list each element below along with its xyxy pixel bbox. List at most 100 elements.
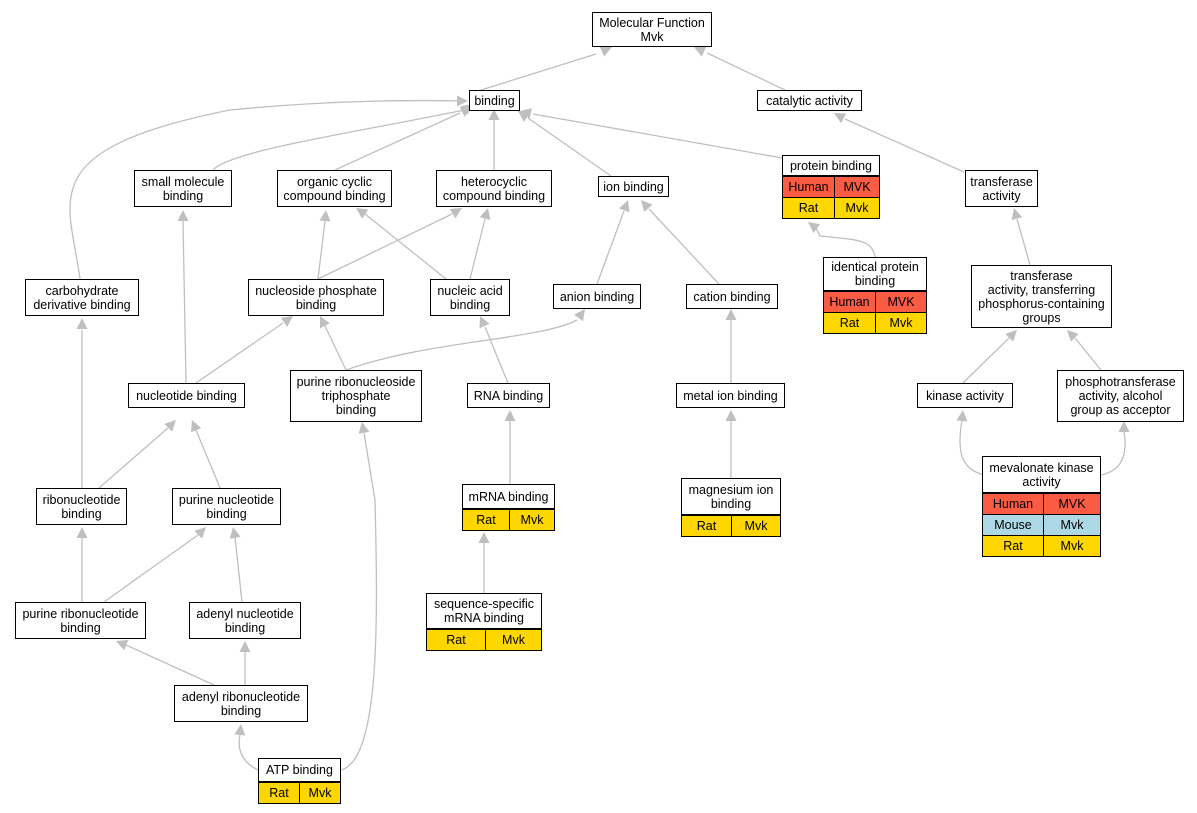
term-metal-ion-binding[interactable]: metal ion binding xyxy=(676,383,785,408)
species-cell: Rat xyxy=(427,629,486,650)
term-atp-binding[interactable]: ATP binding xyxy=(258,758,341,782)
edge-arrowhead-0 xyxy=(599,46,612,57)
term-small-molecule-binding[interactable]: small molecule binding xyxy=(134,170,232,207)
edge-30 xyxy=(959,419,986,476)
edge-arrowhead-25 xyxy=(76,318,88,329)
edge-arrowhead-10 xyxy=(449,208,462,219)
edge-19 xyxy=(324,325,347,371)
term-sequence-specific-mrna-binding[interactable]: sequence-specific mRNA binding xyxy=(426,593,542,629)
term-purine-ribonucleoside-triphosphate-binding[interactable]: purine ribonucleoside triphosphate bindi… xyxy=(290,370,422,422)
edge-16 xyxy=(1016,218,1031,266)
edge-arrowhead-9 xyxy=(319,210,331,222)
gene-cell: MVK xyxy=(835,176,879,197)
edge-38 xyxy=(340,432,378,771)
gene-cell: Mvk xyxy=(835,197,879,218)
edge-31 xyxy=(1100,431,1126,476)
edge-9 xyxy=(317,220,326,280)
edge-arrowhead-23 xyxy=(1005,330,1017,342)
term-cation-binding[interactable]: cation binding xyxy=(686,284,778,309)
edge-arrowhead-14 xyxy=(641,200,653,212)
edge-15 xyxy=(815,227,876,258)
edge-arrowhead-15 xyxy=(808,222,821,233)
term-mevalonate-kinase-activity[interactable]: mevalonate kinase activity xyxy=(982,456,1101,493)
term-protein-binding[interactable]: protein binding xyxy=(782,155,880,176)
edge-arrowhead-11 xyxy=(356,208,369,219)
edge-arrowhead-35 xyxy=(478,532,490,543)
term-transferase-activity[interactable]: transferase activity xyxy=(965,170,1038,207)
edge-21 xyxy=(484,326,509,384)
term-magnesium-ion-binding[interactable]: magnesium ion binding xyxy=(681,478,781,515)
term-adenyl-ribonucleotide-binding[interactable]: adenyl ribonucleotide binding xyxy=(174,685,308,722)
gene-cell: Mvk xyxy=(300,782,340,803)
term-transferase-phosphorus[interactable]: transferase activity, transferring phosp… xyxy=(971,265,1112,328)
edge-arrowhead-18 xyxy=(280,316,293,327)
term-nucleotide-binding[interactable]: nucleotide binding xyxy=(128,383,245,408)
term-ion-binding[interactable]: ion binding xyxy=(598,176,669,197)
edge-arrowhead-30 xyxy=(956,410,968,422)
species-cell: Rat xyxy=(783,197,835,218)
term-kinase-activity[interactable]: kinase activity xyxy=(917,383,1013,408)
term-nucleic-acid-binding[interactable]: nucleic acid binding xyxy=(430,279,510,316)
edge-arrowhead-29 xyxy=(725,410,737,421)
gene-cell: Mvk xyxy=(1044,514,1100,535)
species-cell: Human xyxy=(783,176,835,197)
edge-20 xyxy=(345,319,578,371)
term-organic-cyclic-compound-binding[interactable]: organic cyclic compound binding xyxy=(277,170,392,207)
species-cell: Mouse xyxy=(983,514,1044,535)
edge-arrowhead-26 xyxy=(164,420,176,432)
term-purine-nucleotide-binding[interactable]: purine nucleotide binding xyxy=(172,488,281,525)
edge-arrowhead-8 xyxy=(457,95,468,107)
edge-arrowhead-32 xyxy=(76,527,88,538)
term-identical-protein-binding[interactable]: identical protein binding xyxy=(823,257,927,291)
edge-39 xyxy=(238,733,259,771)
edge-arrowhead-36 xyxy=(116,639,129,651)
edge-24 xyxy=(1074,337,1102,371)
edge-arrowhead-37 xyxy=(239,641,251,652)
edge-arrowhead-12 xyxy=(479,208,491,221)
gene-cell: Mvk xyxy=(1044,535,1100,556)
term-binding[interactable]: binding xyxy=(469,90,520,111)
edge-arrowhead-38 xyxy=(358,422,370,434)
edge-12 xyxy=(469,218,486,280)
term-purine-ribonucleotide-binding[interactable]: purine ribonucleotide binding xyxy=(15,602,146,639)
edge-14 xyxy=(648,208,720,285)
term-phosphotransferase-alcohol[interactable]: phosphotransferase activity, alcohol gro… xyxy=(1057,370,1184,422)
term-molecular-function[interactable]: Molecular Function Mvk xyxy=(592,12,712,47)
species-cell: Human xyxy=(983,493,1044,514)
gene-cell: Mvk xyxy=(876,312,926,333)
term-rna-binding[interactable]: RNA binding xyxy=(467,383,550,408)
edge-arrowhead-22 xyxy=(725,309,737,320)
species-cell: Human xyxy=(824,291,876,312)
edge-10 xyxy=(317,213,453,280)
term-mrna-binding[interactable]: mRNA binding xyxy=(462,484,555,509)
term-catalytic-activity[interactable]: catalytic activity xyxy=(757,90,862,111)
term-heterocyclic-compound-binding[interactable]: heterocyclic compound binding xyxy=(436,170,552,207)
edge-36 xyxy=(125,644,215,686)
term-carbohydrate-derivative-binding[interactable]: carbohydrate derivative binding xyxy=(25,279,139,316)
gene-cell: Mvk xyxy=(732,515,780,536)
term-anion-binding[interactable]: anion binding xyxy=(553,284,641,309)
edge-2 xyxy=(212,109,465,171)
edge-11 xyxy=(364,213,447,280)
edge-7 xyxy=(844,118,965,173)
edge-arrowhead-20 xyxy=(574,309,585,322)
edge-23 xyxy=(962,337,1010,384)
edge-27 xyxy=(195,429,221,489)
edge-8 xyxy=(69,99,461,280)
edge-arrowhead-3 xyxy=(459,107,472,117)
edge-arrowhead-16 xyxy=(1011,208,1023,221)
edge-18 xyxy=(195,322,284,384)
edge-17 xyxy=(182,220,187,384)
term-adenyl-nucleotide-binding[interactable]: adenyl nucleotide binding xyxy=(189,602,301,639)
term-nucleoside-phosphate-binding[interactable]: nucleoside phosphate binding xyxy=(248,279,384,316)
term-ribonucleotide-binding[interactable]: ribonucleotide binding xyxy=(36,488,127,525)
edge-arrowhead-34 xyxy=(229,527,241,539)
edge-arrowhead-6 xyxy=(520,108,532,119)
edge-13 xyxy=(596,210,625,285)
species-cell: Rat xyxy=(463,509,510,530)
edge-arrowhead-33 xyxy=(194,527,206,539)
